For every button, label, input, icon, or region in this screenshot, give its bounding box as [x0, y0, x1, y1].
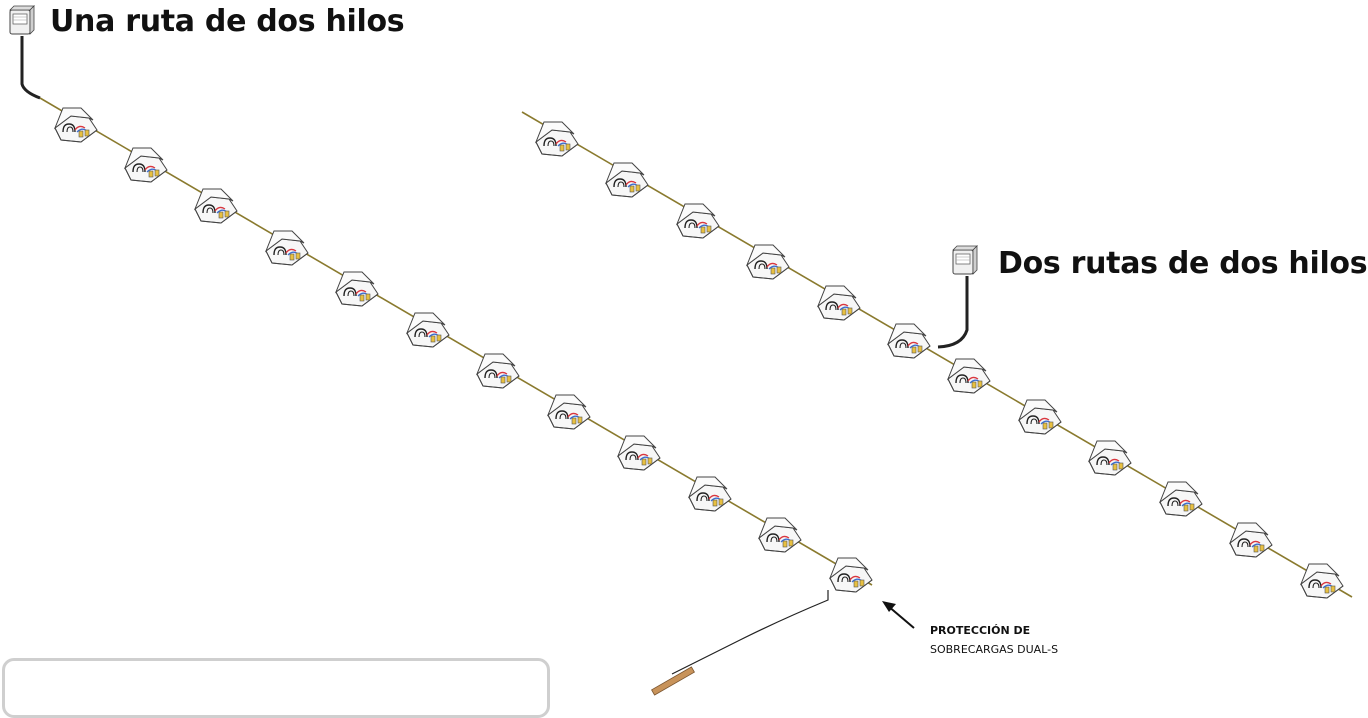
valve-box-icon — [605, 162, 649, 198]
controller-cable-1 — [20, 36, 41, 100]
valve-box-icon — [947, 358, 991, 394]
valve-box-icon — [1229, 522, 1273, 558]
arrow-icon — [882, 601, 915, 629]
valve-box-icon — [617, 435, 661, 471]
valve-box-icon — [406, 312, 450, 348]
valve-box-icon — [1300, 563, 1344, 599]
valve-box-icon — [746, 244, 790, 280]
valve-box-icon — [758, 517, 802, 553]
valve-box-icon — [547, 394, 591, 430]
valve-box-icon — [1088, 440, 1132, 476]
callout-line-2: SOBRECARGAS DUAL-S — [930, 643, 1059, 656]
valve-box-icon — [817, 285, 861, 321]
valve-box-icon — [887, 323, 931, 359]
valve-box-icon — [476, 353, 520, 389]
valve-box-icon — [194, 188, 238, 224]
controller-icon — [9, 5, 35, 35]
callout-line-1: PROTECCIÓN DE — [930, 624, 1031, 637]
valve-box-icon — [335, 271, 379, 307]
valve-box-icon — [829, 557, 873, 593]
valve-box-icon — [688, 476, 732, 512]
two-wire-diagram — [9, 5, 1353, 696]
valve-box-icon — [265, 230, 309, 266]
ground-wire — [671, 590, 829, 675]
controller-cable-2 — [937, 276, 969, 349]
valve-box-icon — [54, 107, 98, 143]
valve-box-icon — [124, 147, 168, 183]
ground-rod-icon — [651, 666, 695, 696]
info-panel — [2, 658, 550, 718]
valve-box-icon — [1159, 481, 1203, 517]
wire-path-1 — [39, 97, 873, 586]
valve-box-icon — [535, 121, 579, 157]
valve-box-icon — [676, 203, 720, 239]
title-single-path: Una ruta de dos hilos — [50, 4, 405, 39]
controller-icon — [952, 245, 978, 275]
callout-label: PROTECCIÓN DE SOBRECARGAS DUAL-S — [930, 624, 1058, 656]
wire-path-2 — [521, 111, 1353, 598]
title-dual-path: Dos rutas de dos hilos — [998, 246, 1368, 281]
valve-box-icon — [1018, 399, 1062, 435]
